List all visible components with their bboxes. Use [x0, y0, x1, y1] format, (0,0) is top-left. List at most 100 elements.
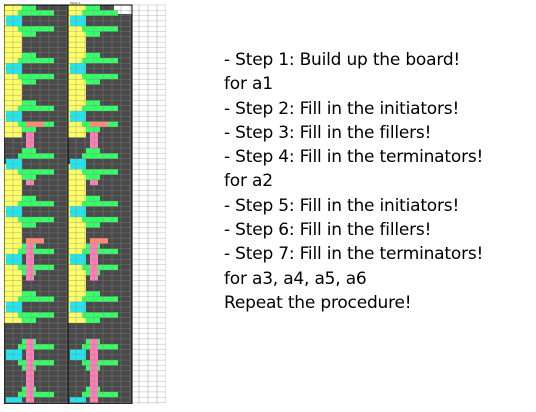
cell-yellow [68, 47, 86, 53]
board-half-frame [67, 4, 133, 404]
cell-salmon [90, 238, 108, 244]
cell-cyan [70, 307, 86, 313]
cell-cyan [6, 307, 22, 313]
cell-pink [26, 254, 34, 260]
cell-yellow [68, 190, 86, 196]
cell-cyan [70, 354, 86, 361]
cell-yellow [68, 201, 86, 207]
cell-yellow [68, 312, 86, 318]
cell-pink [26, 365, 34, 371]
cell-green [18, 169, 54, 175]
cell-cyan [6, 15, 22, 21]
cell-cyan [6, 68, 22, 74]
cell-yellow [68, 179, 86, 186]
cell-green [18, 391, 54, 398]
cell-green [18, 344, 54, 350]
cell-yellow [68, 174, 86, 180]
step-3-text: - Step 3: Fill in the fillers! [224, 122, 432, 143]
cell-pink [26, 137, 34, 143]
step-2-text: - Step 2: Fill in the initiators! [224, 98, 460, 119]
cell-cyan [6, 63, 22, 69]
cell-green [18, 248, 54, 255]
cell-green [86, 52, 100, 58]
cell-pink [26, 243, 34, 249]
cell-green [22, 317, 36, 323]
cell-yellow [68, 270, 86, 276]
cell-cyan [70, 68, 86, 74]
cell-cyan [70, 63, 86, 69]
cell-green [86, 148, 100, 154]
section-a1-text: for a1 [224, 74, 273, 95]
cell-yellow [68, 26, 86, 32]
cell-yellow [68, 222, 86, 228]
cell-green [86, 174, 100, 180]
cell-cyan [6, 301, 22, 308]
cell-yellow [68, 126, 86, 133]
cell-pink [26, 179, 34, 186]
cell-green [82, 296, 118, 302]
cell-pink [26, 376, 34, 382]
cell-green [18, 73, 54, 80]
cell-green [82, 201, 118, 207]
cell-yellow [68, 317, 86, 323]
cell-salmon [90, 121, 108, 127]
step-7-text: - Step 7: Fill in the terminators! [224, 244, 484, 265]
step-4-text: - Step 4: Fill in the terminators! [224, 147, 484, 168]
cell-yellow [68, 31, 86, 37]
cell-cyan [70, 116, 86, 122]
cell-green [18, 296, 54, 302]
cell-green [82, 264, 118, 270]
cell-yellow [68, 132, 86, 138]
cell-cyan [6, 206, 22, 212]
cell-pink [26, 381, 34, 387]
cell-yellow [68, 195, 86, 202]
cell-green [22, 291, 36, 297]
cell-green [82, 58, 118, 64]
cell-pink [26, 354, 34, 361]
cell-yellow [68, 248, 86, 255]
cell-yellow [68, 243, 86, 249]
spreadsheet-board[interactable]: Table 1 [4, 0, 166, 404]
cell-yellow [68, 42, 86, 48]
cell-cyan [6, 259, 22, 265]
cell-cyan [70, 15, 86, 21]
cell-green [86, 5, 100, 11]
step-5-text: - Step 5: Fill in the initiators! [224, 195, 460, 216]
cell-pink [26, 259, 34, 265]
cell-cyan [70, 211, 86, 217]
cell-yellow [68, 232, 86, 239]
section-a2-text: for a2 [224, 171, 273, 192]
board-header-row [4, 0, 166, 5]
cell-green [86, 100, 100, 106]
cell-yellow [68, 291, 86, 297]
cell-green [82, 105, 118, 111]
cell-cyan [70, 206, 86, 212]
cell-cyan [6, 397, 22, 403]
cell-cyan [70, 259, 86, 265]
cell-green [18, 264, 54, 270]
cell-green [22, 148, 36, 154]
cell-pink [26, 344, 34, 350]
cell-green [86, 195, 100, 202]
cell-pink [26, 370, 34, 376]
cell-green [22, 52, 36, 58]
cell-green [86, 317, 100, 323]
cell-green [82, 169, 118, 175]
cell-yellow [68, 217, 86, 223]
cell-pink [26, 275, 34, 281]
cell-cyan [6, 354, 22, 361]
cell-pink [26, 397, 34, 403]
cell-green [82, 248, 118, 255]
cell-yellow [68, 296, 86, 302]
cell-yellow [68, 79, 86, 85]
cell-cyan [6, 349, 22, 355]
cell-cyan [70, 111, 86, 117]
cell-green [82, 153, 118, 159]
cell-green [22, 79, 36, 85]
cell-yellow [68, 227, 86, 233]
cell-green [86, 79, 100, 85]
instructions-panel: - Step 1: Build up the board! for a1 - S… [224, 48, 483, 315]
cell-green [22, 195, 36, 202]
cell-yellow [68, 84, 86, 90]
cell-yellow [68, 95, 86, 101]
